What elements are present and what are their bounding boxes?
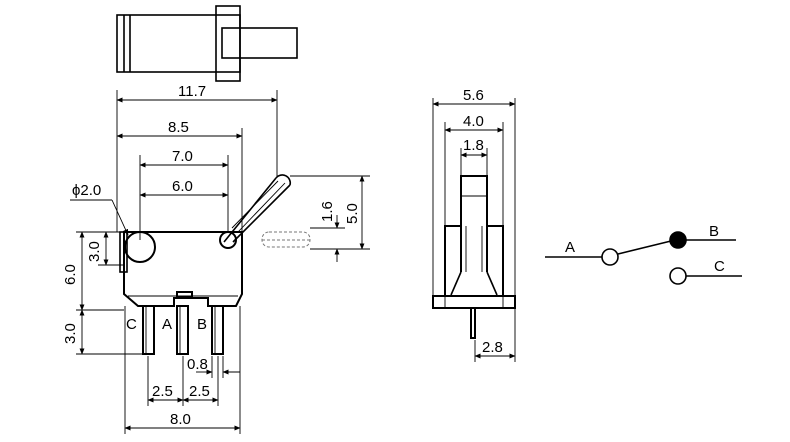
contact-c <box>669 267 687 285</box>
circuit-label-c: C <box>714 258 725 275</box>
dim-1-6: 1.6 <box>319 201 336 222</box>
mounting-hole <box>124 231 156 263</box>
terminal-label-a: A <box>162 316 172 333</box>
top-view <box>116 5 298 82</box>
terminal-label-c: C <box>126 316 137 333</box>
contact-b <box>669 231 687 249</box>
dim-2-8: 2.8 <box>482 339 503 356</box>
dim-2-5-left: 2.5 <box>152 383 173 400</box>
dim-3-0-hole: 3.0 <box>86 241 103 262</box>
dim-11-7: 11.7 <box>178 83 206 100</box>
dim-5-6: 5.6 <box>463 87 484 104</box>
circuit-diagram: A B C <box>545 223 742 285</box>
dim-7-0: 7.0 <box>172 148 193 165</box>
dim-3-0-terminal: 3.0 <box>62 323 79 344</box>
side-view: C A B 11.7 8.5 7.0 6.0 ϕ2.0 1.6 5.0 3.0 <box>62 83 370 434</box>
dim-5-0: 5.0 <box>344 203 361 224</box>
end-view-terminal <box>470 307 476 339</box>
dim-6-0: 6.0 <box>172 178 193 195</box>
dim-phi-2-0: ϕ2.0 <box>72 182 101 199</box>
dim-4-0: 4.0 <box>463 113 484 130</box>
dim-1-8: 1.8 <box>463 137 484 154</box>
circuit-label-b: B <box>709 223 719 240</box>
terminal-label-b: B <box>197 316 207 333</box>
dim-2-5-right: 2.5 <box>189 383 210 400</box>
end-view: 5.6 4.0 1.8 2.8 <box>432 87 516 362</box>
switch-body <box>123 231 243 307</box>
actuator-lever <box>219 174 292 249</box>
circuit-label-a: A <box>565 239 575 256</box>
dim-0-8: 0.8 <box>187 356 208 373</box>
contact-a <box>601 248 619 266</box>
dim-8-5: 8.5 <box>168 119 189 136</box>
dim-8-0: 8.0 <box>170 411 191 428</box>
end-view-body <box>444 175 504 297</box>
terminals <box>142 305 224 355</box>
dim-6-0-height: 6.0 <box>62 264 79 285</box>
